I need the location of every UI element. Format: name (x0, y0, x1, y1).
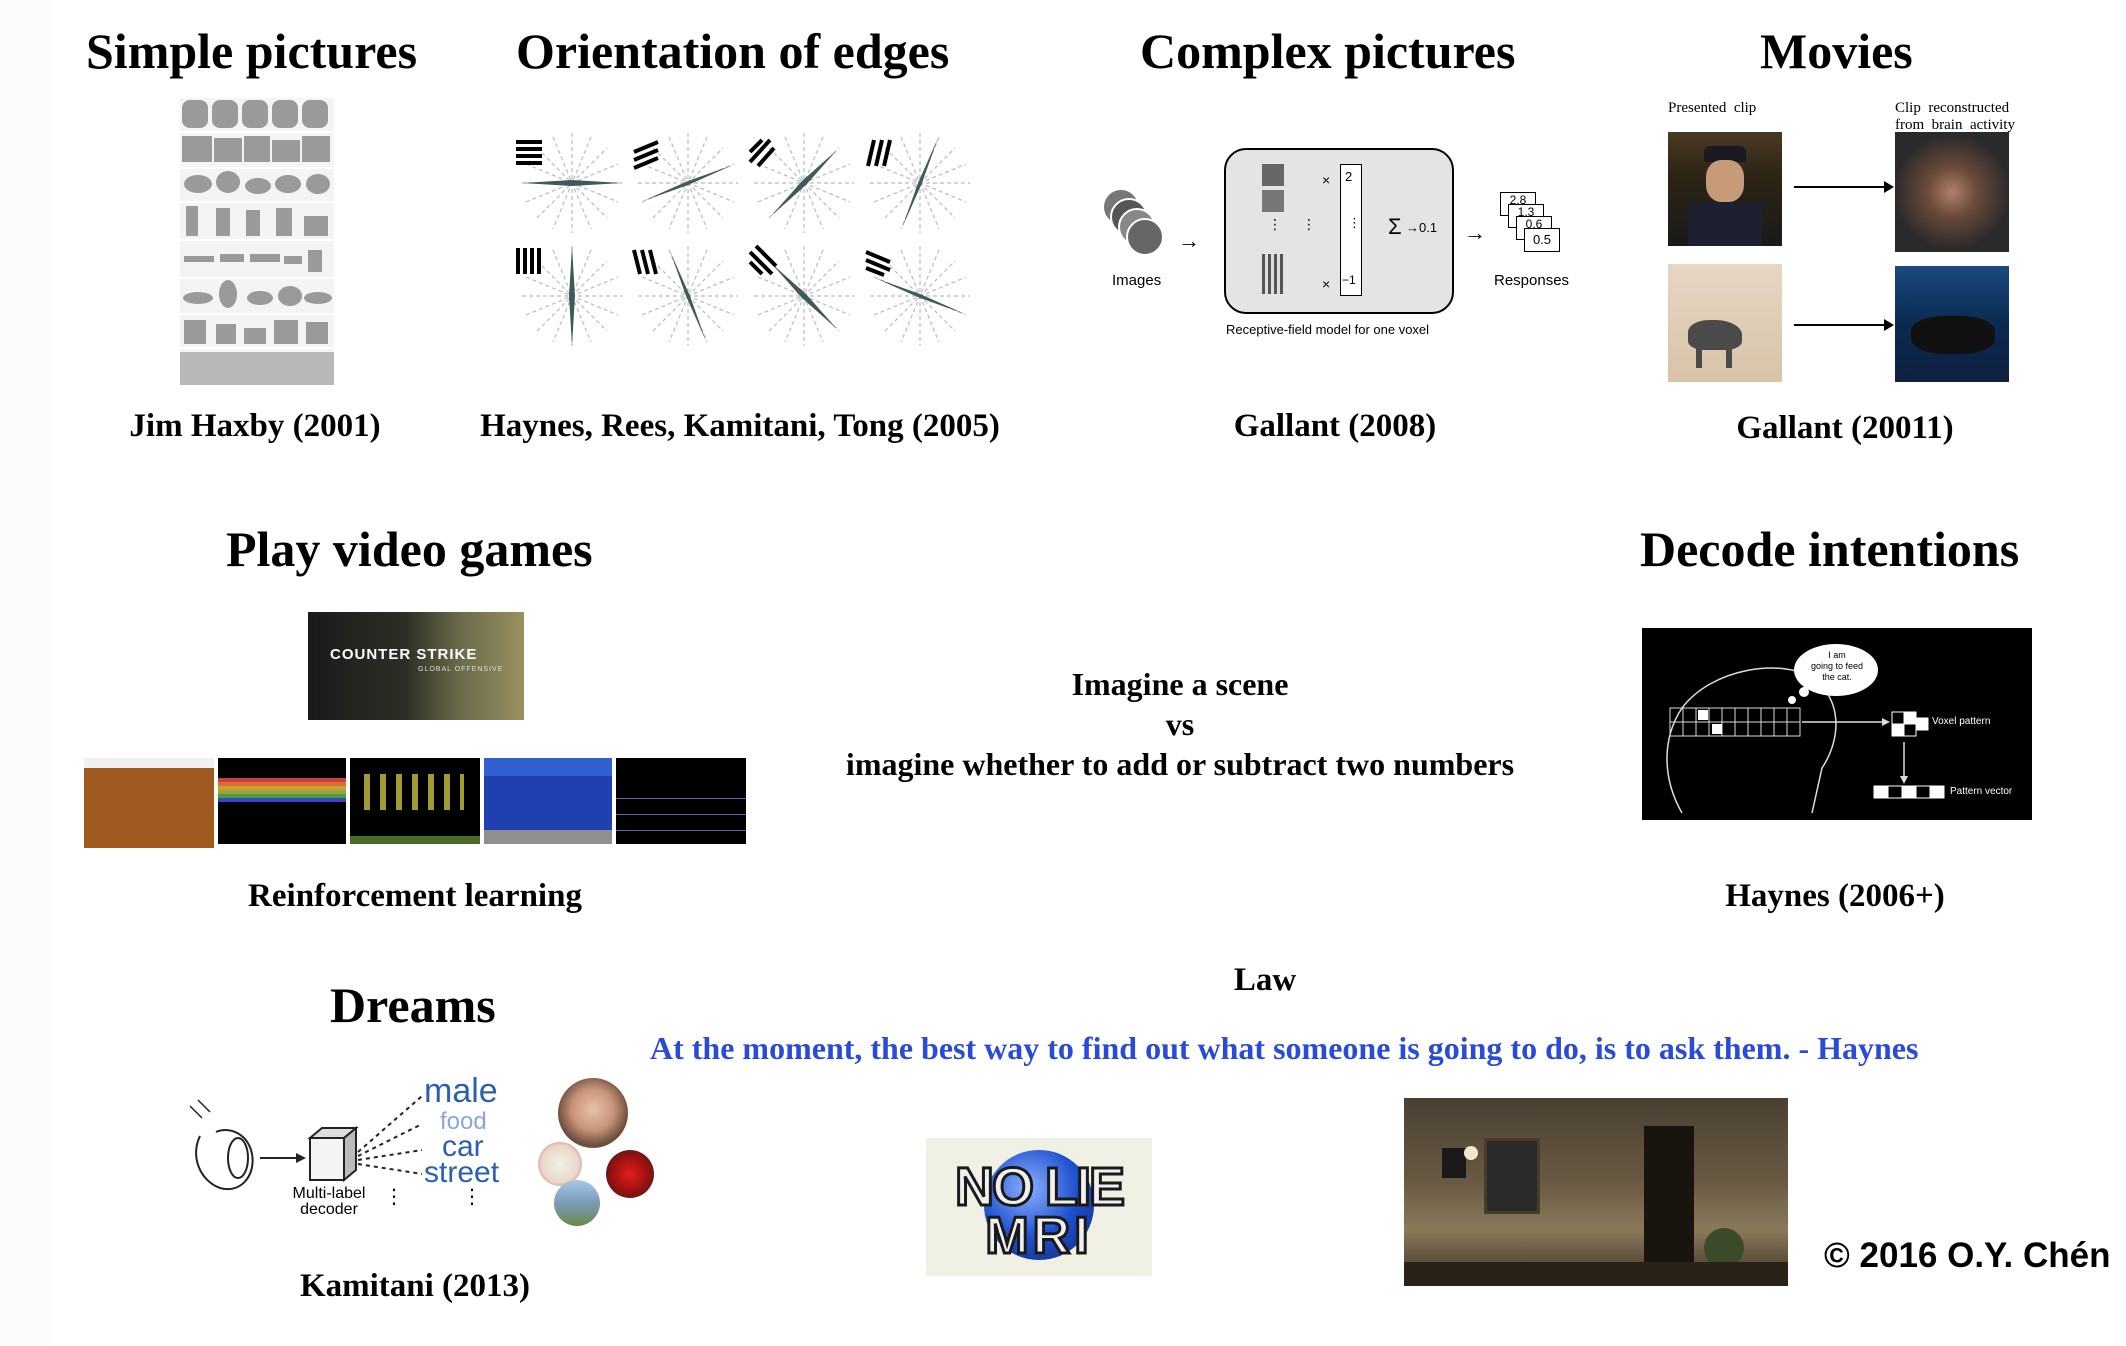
dream-word-car: car (442, 1130, 484, 1163)
dream-word-food: food (440, 1108, 487, 1135)
dream-street-image (554, 1180, 600, 1226)
movies-caption: Gallant (20011) (1736, 410, 1954, 446)
images-label: Images (1112, 272, 1162, 289)
orientation-stars (516, 132, 971, 347)
banner-subtext: GLOBAL OFFENSIVE (418, 666, 504, 673)
images-stack-icon (1102, 188, 1164, 256)
presented-clip-label: Presented clip (1668, 100, 1757, 116)
receptive-field-diagram: Images → ⋮ ⋮ × × 2 ⋮ −1 Σ →0.1 Receptive… (1100, 140, 1580, 350)
simple-pictures-grid-image (180, 98, 334, 385)
left-band (0, 0, 52, 1346)
object-category-grid (180, 100, 334, 385)
video-games-title: Play video games (226, 521, 593, 577)
no-lie-mri-logo: NO LIE MRI (926, 1138, 1152, 1276)
complex-pictures-title: Complex pictures (1140, 23, 1516, 79)
model-output: →0.1 (1406, 220, 1438, 235)
law-label: Law (1233, 962, 1297, 998)
dream-food-image (538, 1142, 582, 1186)
times-symbol-top: × (1322, 172, 1331, 188)
dreams-caption: Kamitani (2013) (299, 1268, 531, 1304)
atari-game-pong (84, 758, 214, 848)
movie-arrow-2-head (1884, 319, 1894, 331)
banner-text: COUNTER STRIKE (330, 646, 478, 663)
arrow-to-responses: → (1464, 220, 1486, 245)
logo-text-line-1: NO LIE (953, 1157, 1126, 1217)
simple-pictures-title: Simple pictures (86, 23, 418, 79)
dream-word-street: street (424, 1156, 500, 1189)
presented-clip-2 (1668, 264, 1782, 382)
dream-decoder-graphic (189, 1095, 423, 1191)
decode-intentions-title: Decode intentions (1640, 521, 2020, 577)
reconstructed-clip-1 (1895, 132, 2009, 252)
reconstructed-clip-label: Clip reconstructed from brain activity (1895, 100, 2015, 133)
dream-car-image (606, 1150, 654, 1198)
movie-arrow-1 (1794, 186, 1890, 188)
dream-face-image (558, 1078, 628, 1148)
model-output-value: 0.1 (1419, 220, 1438, 235)
arrow-to-model: → (1178, 228, 1200, 253)
thought-bubble-text: I am going to feed the cat. (1810, 650, 1864, 682)
simple-pictures-caption: Jim Haxby (2001) (129, 408, 381, 444)
weight-bottom: −1 (1342, 273, 1356, 287)
counter-strike-banner: COUNTER STRIKE GLOBAL OFFENSIVE (308, 612, 524, 720)
atari-game-breakout (218, 758, 346, 844)
orientation-edges-title: Orientation of edges (516, 23, 950, 79)
responses-label: Responses (1494, 272, 1570, 289)
atari-game-space-invaders (350, 758, 480, 844)
complex-pictures-caption: Gallant (2008) (1233, 408, 1437, 444)
weight-vector: 2 ⋮ −1 (1340, 164, 1362, 296)
decode-intentions-image: I am going to feed the cat. Voxel patter… (1642, 628, 2032, 820)
dream-words-dots: ⋮ (462, 1186, 482, 1208)
weight-top: 2 (1345, 169, 1353, 184)
copyright-notice: © 2016 O.Y. Chén (1824, 1236, 2111, 1275)
movie-arrow-1-head (1884, 181, 1894, 193)
weight-middle: ⋮ (1348, 215, 1361, 230)
haynes-quote: At the moment, the best way to find out … (650, 1030, 1919, 1066)
responses-stack: 2.8 1.3 0.6 0.5 (1500, 192, 1570, 264)
imagine-line-2: vs (1165, 706, 1195, 742)
voxel-pattern-label: Voxel pattern (1932, 716, 1991, 727)
sum-symbol: Σ (1388, 214, 1402, 239)
dream-decoder-diagram: male food car street ⋮ ⋮ Multi-label dec… (160, 1066, 680, 1236)
model-dots-2: ⋮ (1302, 216, 1316, 232)
dream-decoder-dots: ⋮ (384, 1186, 404, 1208)
decode-intentions-caption: Haynes (2006+) (1725, 878, 1945, 914)
atari-game-seaquest (484, 758, 612, 844)
dreams-title: Dreams (330, 977, 496, 1033)
orientation-edges-caption: Haynes, Rees, Kamitani, Tong (2005) (480, 408, 1000, 444)
decoder-label: Multi-label decoder (292, 1185, 366, 1218)
imagine-line-1: Imagine a scene (1071, 666, 1289, 702)
response-card-4: 0.5 (1524, 228, 1560, 252)
dream-word-male: male (424, 1072, 498, 1110)
pattern-vector-label: Pattern vector (1950, 786, 2013, 797)
reconstructed-clip-2 (1895, 266, 2009, 382)
logo-text-line-2: MRI (984, 1207, 1093, 1265)
model-box: ⋮ ⋮ × × 2 ⋮ −1 Σ →0.1 (1224, 148, 1454, 314)
imagine-comparison-text: Imagine a scene vs imagine whether to ad… (780, 664, 1580, 784)
movies-title: Movies (1760, 23, 1913, 79)
times-symbol-bottom: × (1322, 276, 1331, 292)
virtual-room-image (1404, 1098, 1788, 1286)
model-dots-1: ⋮ (1268, 216, 1282, 232)
movie-arrow-2 (1794, 324, 1890, 326)
model-label: Receptive-field model for one voxel (1226, 322, 1430, 337)
imagine-line-3: imagine whether to add or subtract two n… (845, 746, 1515, 782)
atari-game-enduro (616, 758, 746, 844)
video-games-caption: Reinforcement learning (248, 878, 582, 914)
orientation-edges-image (512, 128, 982, 354)
atari-games-strip (84, 758, 746, 848)
brain-voxel-diagram (1666, 644, 1945, 814)
presented-clip-1 (1668, 132, 1782, 246)
